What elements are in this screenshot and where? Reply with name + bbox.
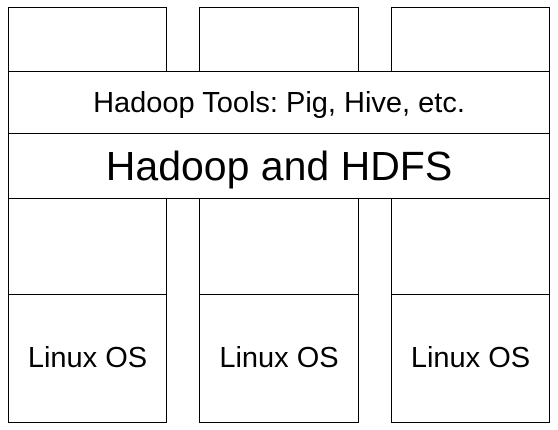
hadoop-hdfs-label: Hadoop and HDFS [105, 142, 453, 189]
node-1-column-middle [8, 197, 167, 296]
node-2-os-box: Linux OS [199, 294, 359, 423]
node-3-os-label: Linux OS [410, 342, 531, 374]
node-3-os-box: Linux OS [391, 294, 550, 423]
hadoop-tools-layer: Hadoop Tools: Pig, Hive, etc. [8, 71, 550, 135]
node-2-os-label: Linux OS [219, 342, 339, 374]
node-1-os-label: Linux OS [27, 342, 148, 374]
node-3-column-top [391, 7, 550, 73]
node-1-column-top [8, 7, 167, 73]
node-2-column-top [199, 7, 359, 73]
node-1-os-box: Linux OS [8, 294, 167, 423]
node-3-column-middle [391, 197, 550, 296]
hadoop-tools-label: Hadoop Tools: Pig, Hive, etc. [93, 86, 465, 119]
node-2-column-middle [199, 197, 359, 296]
hadoop-hdfs-layer: Hadoop and HDFS [8, 133, 550, 199]
